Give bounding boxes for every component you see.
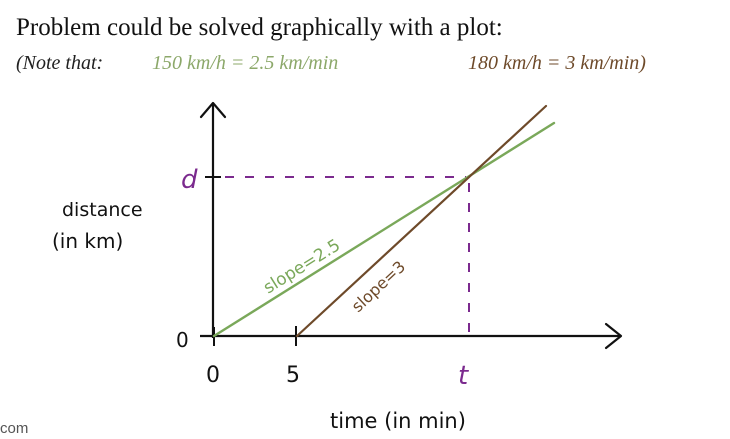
green-equation: 150 km/h = 2.5 km/min bbox=[152, 52, 339, 74]
page-heading: Problem could be solved graphically with… bbox=[16, 14, 503, 41]
footer-fragment: com bbox=[0, 420, 29, 437]
y-axis-arrowhead bbox=[199, 101, 227, 119]
brown-equation: 180 km/h = 3 km/min) bbox=[468, 52, 646, 74]
note-row: (Note that: 150 km/h = 2.5 km/min 180 km… bbox=[0, 52, 730, 82]
note-prefix: (Note that: bbox=[16, 52, 104, 74]
y-axis-label-line2: (in km) bbox=[52, 229, 123, 253]
green-line-label: slope=2.5 bbox=[260, 235, 344, 298]
green-line bbox=[212, 121, 556, 338]
x-tick-label-0: 0 bbox=[206, 363, 220, 388]
x-axis-arrowhead bbox=[604, 322, 623, 350]
y-axis-label-line1: distance bbox=[62, 199, 143, 221]
x-tick-label-5: 5 bbox=[286, 363, 300, 388]
x-tick-label-t: t bbox=[458, 361, 469, 391]
y-tick-label-d: d bbox=[181, 165, 198, 195]
y-origin-label: 0 bbox=[176, 328, 189, 352]
brown-line bbox=[295, 104, 548, 338]
brown-line-label: slope=3 bbox=[348, 257, 409, 316]
x-axis-label: time (in min) bbox=[330, 409, 466, 433]
